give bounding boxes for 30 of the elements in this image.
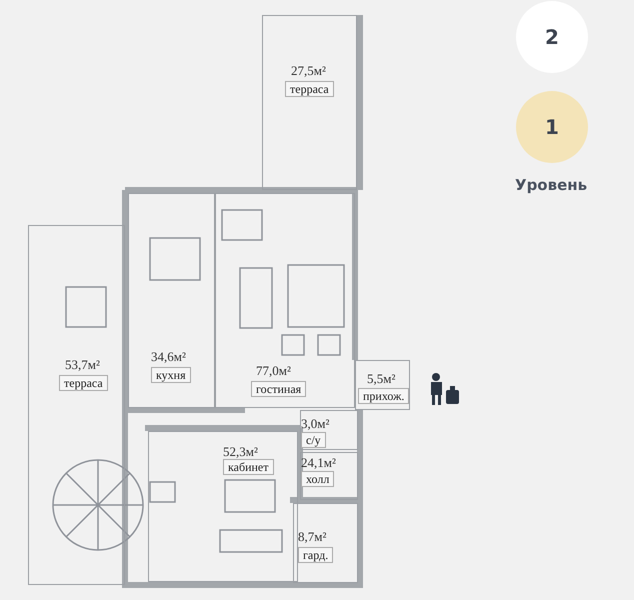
room-name-label: кухня — [151, 367, 191, 383]
area-label: 34,6м² — [151, 349, 186, 364]
level-caption: Уровень — [515, 176, 588, 194]
room-name-label: кабинет — [223, 459, 274, 475]
room-outline — [148, 431, 298, 582]
room-name-label: терраса — [59, 375, 108, 391]
area-label: 8,7м² — [298, 529, 326, 544]
room-outline — [300, 452, 358, 500]
room-name-label: терраса — [285, 81, 334, 97]
area-label: 77,0м² — [256, 363, 291, 378]
area-label: 5,5м² — [367, 371, 396, 386]
room-name-label: гард. — [298, 547, 334, 563]
room-outline — [262, 15, 357, 190]
room-outline — [300, 410, 358, 450]
room-name-label: прихож. — [358, 388, 410, 404]
area-label: 53,7м² — [65, 357, 100, 372]
room-name-label: холл — [301, 471, 334, 487]
room-name-label: гостиная — [251, 381, 306, 397]
area-label: 3,0м² — [301, 416, 330, 431]
room-outline — [355, 360, 410, 410]
area-label: 24,1м² — [301, 455, 336, 470]
room-outline — [28, 225, 125, 585]
room-outline — [215, 193, 355, 408]
area-label: 27,5м² — [291, 63, 326, 78]
room-outline — [128, 193, 215, 408]
area-label: 52,3м² — [223, 444, 258, 459]
room-name-label: с/у — [301, 432, 326, 448]
room-outline — [293, 503, 358, 583]
level-button: 1 — [516, 91, 588, 163]
level-button: 2 — [516, 1, 588, 73]
